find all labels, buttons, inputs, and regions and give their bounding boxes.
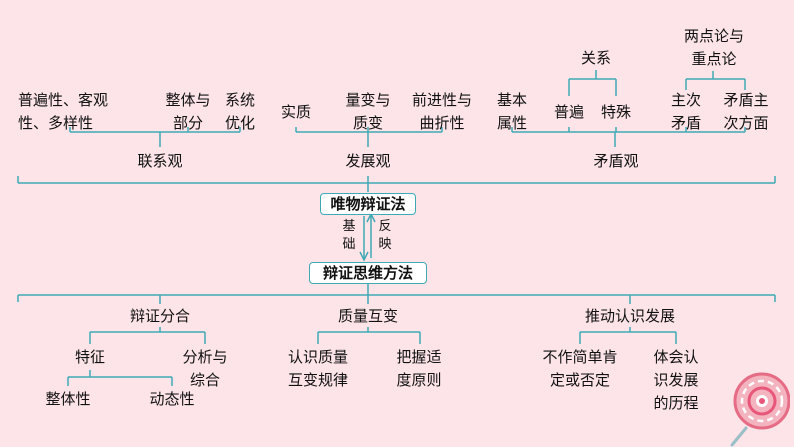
left-label-line-2: 础 <box>342 237 356 252</box>
right-label-line-2: 映 <box>378 237 392 252</box>
tuidong-item-1-line-1: 不作简单肯 <box>542 348 618 366</box>
fazhan-item-3: 前进性与 曲折性 <box>402 89 482 135</box>
bianzheng-fenxi: 分析与 综合 <box>172 346 238 392</box>
right-label: 反 映 <box>375 218 395 254</box>
lianxi-item-3-line-2: 优化 <box>224 114 255 132</box>
lianxi-label: 联系观 <box>137 152 183 170</box>
zhiliang-item-2: 把握适 度原则 <box>386 346 452 392</box>
fazhan-item-3-line-2: 曲折性 <box>419 114 465 132</box>
maodun-label: 矛盾观 <box>593 152 639 170</box>
maodun-liangdian-line-1: 两点论与 <box>683 27 744 45</box>
tuidong-item-2-line-2: 识发展 <box>653 371 699 389</box>
lianxi-item-2-line-2: 部分 <box>172 114 203 132</box>
tuidong-item-2: 体会认 识发展 的历程 <box>644 346 708 415</box>
bianzheng-fenxi-line-1: 分析与 <box>182 348 228 366</box>
zhiliang-item-1-line-2: 互变规律 <box>287 371 348 389</box>
zhiliang-item-2-line-1: 把握适 <box>396 348 442 366</box>
maodun-liangdian-line-2: 重点论 <box>691 50 737 68</box>
lianxi-item-3-line-1: 系统 <box>224 91 255 109</box>
fazhan-item-2-line-2: 质变 <box>352 114 383 132</box>
maodun-item-2: 普遍 <box>553 103 584 121</box>
maodun-guanxi: 关系 <box>580 49 611 67</box>
fazhan-item-3-line-1: 前进性与 <box>411 91 472 109</box>
bianzheng-tezheng: 特征 <box>74 348 105 366</box>
lianxi-item-1: 普遍性、客观 性、多样性 <box>18 89 126 135</box>
maodun-item-3: 特殊 <box>600 103 631 121</box>
tuidong-item-1-line-2: 定或否定 <box>549 371 610 389</box>
lianxi-item-1-line-1: 普遍性、客观 <box>18 91 109 109</box>
maodun-item-5-line-2: 次方面 <box>723 114 769 132</box>
zhiliang-item-1-line-1: 认识质量 <box>287 348 348 366</box>
lollipop-decoration <box>730 372 790 447</box>
right-label-line-1: 反 <box>378 219 392 234</box>
left-label: 基 础 <box>339 218 359 254</box>
fazhan-label: 发展观 <box>345 152 391 170</box>
tuidong-item-1: 不作简单肯 定或否定 <box>532 346 628 392</box>
bianzheng-zhengti: 整体性 <box>45 390 91 408</box>
lianxi-item-2: 整体与 部分 <box>150 89 226 135</box>
lianxi-item-1-line-2: 性、多样性 <box>18 114 94 132</box>
maodun-item-5: 矛盾主 次方面 <box>714 89 778 135</box>
maodun-item-4-line-2: 矛盾 <box>670 114 701 132</box>
zhiliang-label: 质量互变 <box>337 307 398 325</box>
maodun-item-1-line-1: 基本 <box>496 91 527 109</box>
lianxi-item-2-line-1: 整体与 <box>165 91 211 109</box>
maodun-item-4-line-1: 主次 <box>670 91 701 109</box>
fazhan-item-2-line-1: 量变与 <box>345 91 391 109</box>
zhiliang-item-1: 认识质量 互变规律 <box>278 346 358 392</box>
maodun-item-4: 主次 矛盾 <box>662 89 710 135</box>
center-method-box: 辩证思维方法 <box>309 262 427 284</box>
bianzheng-fenxi-line-2: 综合 <box>189 371 220 389</box>
maodun-item-5-line-1: 矛盾主 <box>723 91 769 109</box>
center-title-box: 唯物辩证法 <box>320 193 416 215</box>
tuidong-item-2-line-3: 的历程 <box>653 394 699 412</box>
bianzheng-dongtai: 动态性 <box>149 390 195 408</box>
fazhan-item-2: 量变与 质变 <box>333 89 403 135</box>
maodun-item-1: 基本 属性 <box>490 89 534 135</box>
zhiliang-item-2-line-2: 度原则 <box>396 371 442 389</box>
lianxi-item-3: 系统 优化 <box>214 89 266 135</box>
tuidong-item-2-line-1: 体会认 <box>653 348 699 366</box>
maodun-liangdian: 两点论与 重点论 <box>672 25 756 71</box>
left-label-line-1: 基 <box>342 219 356 234</box>
fazhan-item-1: 实质 <box>280 103 311 121</box>
maodun-item-1-line-2: 属性 <box>496 114 527 132</box>
tuidong-label: 推动认识发展 <box>584 307 675 325</box>
bianzheng-label: 辩证分合 <box>129 307 190 325</box>
